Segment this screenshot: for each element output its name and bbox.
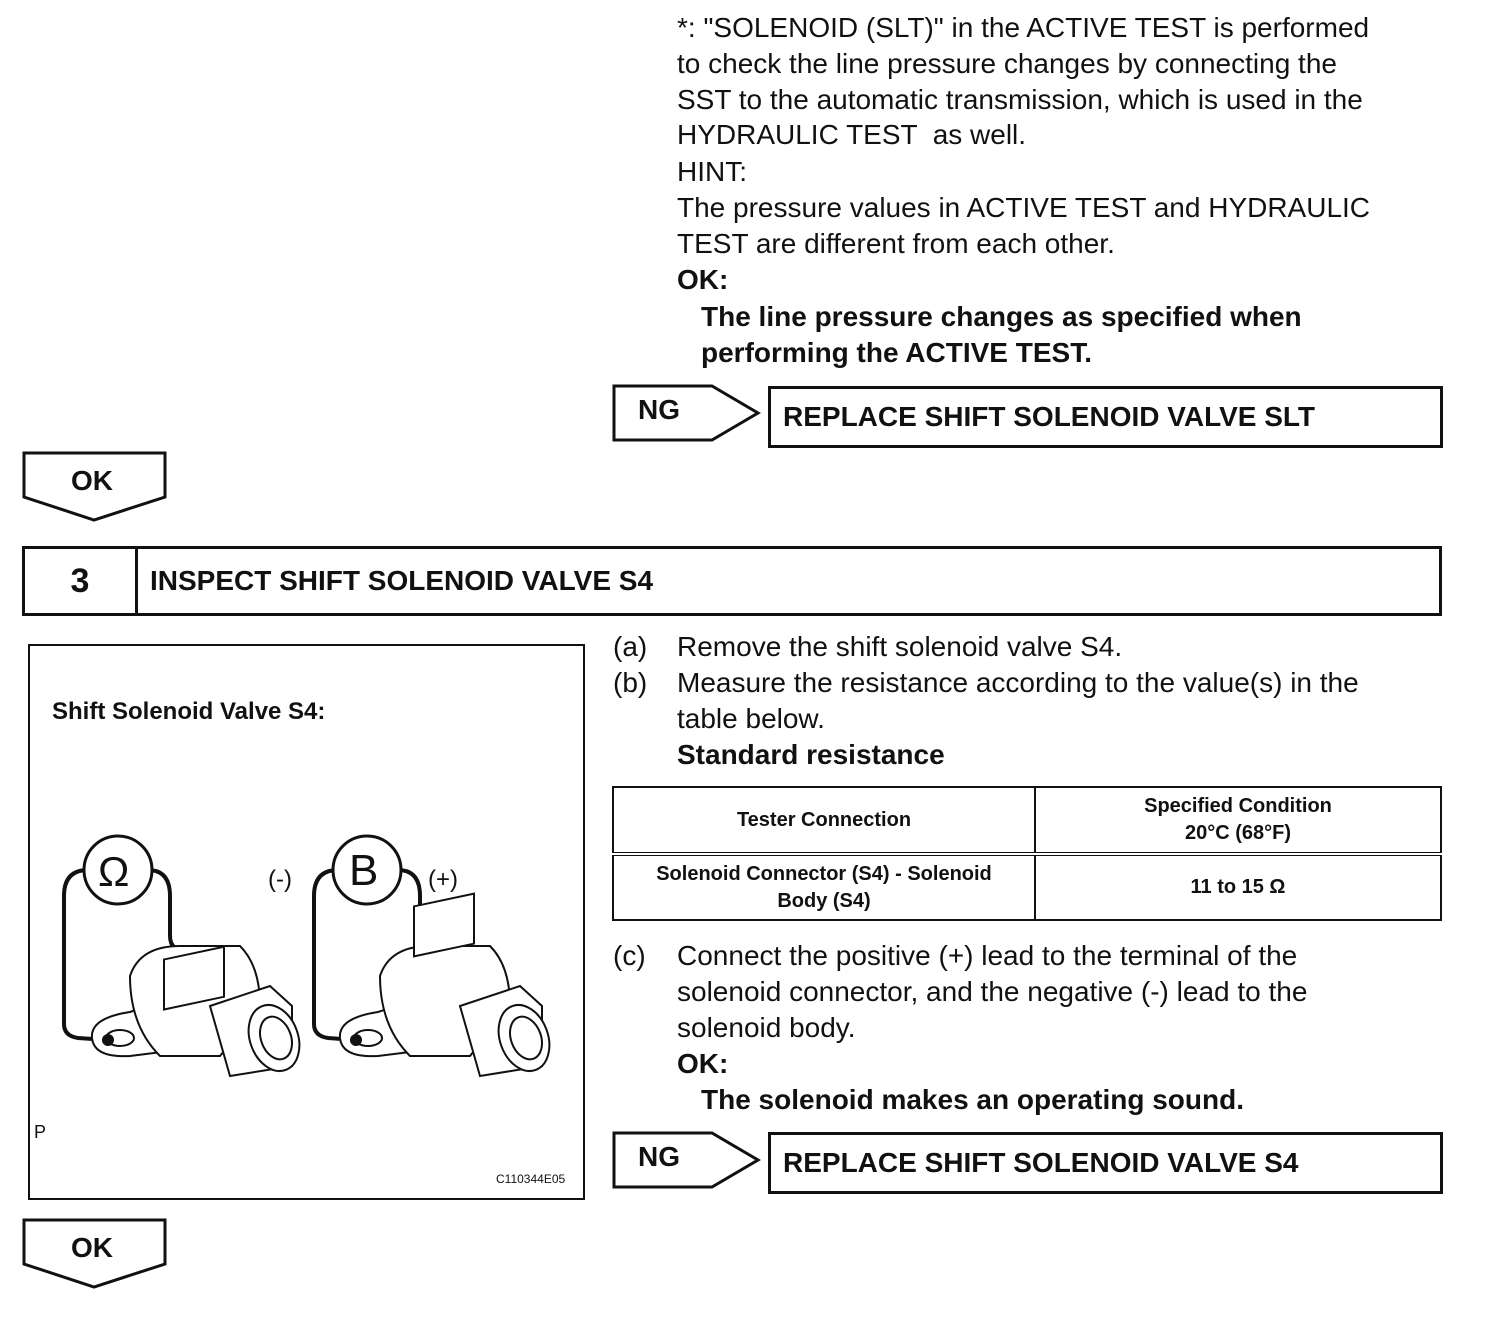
ng-arrow-shape [612,384,761,442]
battery-symbol: B [349,846,379,895]
step-b-line-2: table below. [677,703,825,734]
ng-tag-label-2: NG [638,1141,680,1172]
hint-label: HINT: [677,156,747,187]
connection-line-1: Solenoid Connector (S4) - Solenoid [656,862,992,885]
ng-tag-label: NG [638,394,680,425]
ok-line-2: performing the ACTIVE TEST. [701,337,1092,368]
standard-resistance-label: Standard resistance [677,739,945,770]
ok-tag-label-2: OK [71,1232,113,1263]
ng-tag-slt: NG [612,384,762,442]
note-line-3: SST to the automatic transmission, which… [677,84,1363,115]
step-a-marker: (a) [613,631,648,662]
replace-s4-text: REPLACE SHIFT SOLENOID VALVE S4 [783,1147,1299,1178]
resistance-table: Tester Connection Specified Condition 20… [612,786,1442,921]
cell-condition: 11 to 15 Ω [1034,853,1442,921]
negative-label: (-) [268,866,292,893]
table-row: Solenoid Connector (S4) - Solenoid Body … [612,853,1442,921]
step-a-text: Remove the shift solenoid valve S4. [677,631,1123,662]
corner-mark: P [34,1122,47,1142]
ok-tag-1: OK [22,451,168,523]
connection-line-2: Body (S4) [777,889,871,912]
ng-tag-s4: NG [612,1131,762,1189]
header-tester-connection: Tester Connection [612,786,1036,856]
step-b-marker: (b) [613,667,648,698]
header-condition-line-2: 20°C (68°F) [1184,822,1292,844]
step-header: 3 INSPECT SHIFT SOLENOID VALVE S4 [22,546,1442,616]
solenoid-figure: Shift Solenoid Valve S4: [28,644,585,1200]
ng-arrow-shape-2 [612,1131,761,1189]
figure-id: C110344E05 [496,1172,566,1186]
replace-s4-box: REPLACE SHIFT SOLENOID VALVE S4 [768,1132,1443,1194]
step-c-line-1: Connect the positive (+) lead to the ter… [677,940,1298,971]
replace-slt-text: REPLACE SHIFT SOLENOID VALVE SLT [783,401,1316,432]
ok-tag-label: OK [71,465,113,496]
hint-line-1: The pressure values in ACTIVE TEST and H… [677,192,1371,223]
solenoid-diagram [62,834,551,1078]
battery-circle [331,834,403,906]
solenoid-valve-1 [90,945,301,1078]
probe-dot-1 [102,1034,114,1046]
ok-arrow-down-shape-2 [22,1218,167,1289]
ohmmeter-circle [82,834,154,906]
figure-title: Shift Solenoid Valve S4: [52,698,326,725]
ok-label-top: OK: [677,264,729,295]
note-line-4: HYDRAULIC TEST as well. [677,119,1027,150]
cell-connection: Solenoid Connector (S4) - Solenoid Body … [612,853,1036,921]
note-line-1: *: "SOLENOID (SLT)" in the ACTIVE TEST i… [677,12,1370,43]
step-b-line-1: Measure the resistance according to the … [677,667,1359,698]
ok-label-bottom: OK: [677,1048,729,1079]
replace-slt-box: REPLACE SHIFT SOLENOID VALVE SLT [768,386,1443,448]
ok-arrow-down-shape [22,451,167,522]
hint-line-2: TEST are different from each other. [677,228,1115,259]
probe-dot-2 [350,1034,362,1046]
solenoid-valve-2 [338,892,551,1078]
positive-label: (+) [428,866,458,893]
step-c-line-2: solenoid connector, and the negative (-)… [677,976,1308,1007]
ok-tag-2: OK [22,1218,168,1290]
table-header-row: Tester Connection Specified Condition 20… [612,786,1442,856]
note-line-2: to check the line pressure changes by co… [677,48,1337,79]
ok-line-1: The line pressure changes as specified w… [701,301,1302,332]
ohm-symbol: Ω [98,848,130,895]
step-number: 3 [25,549,138,613]
step-c-line-3: solenoid body. [677,1012,856,1043]
step-c-marker: (c) [613,940,646,971]
step-title: INSPECT SHIFT SOLENOID VALVE S4 [150,565,654,596]
header-condition-line-1: Specified Condition [1144,795,1332,817]
header-specified-condition: Specified Condition 20°C (68°F) [1034,786,1442,856]
ok-operating-sound: The solenoid makes an operating sound. [701,1084,1244,1115]
